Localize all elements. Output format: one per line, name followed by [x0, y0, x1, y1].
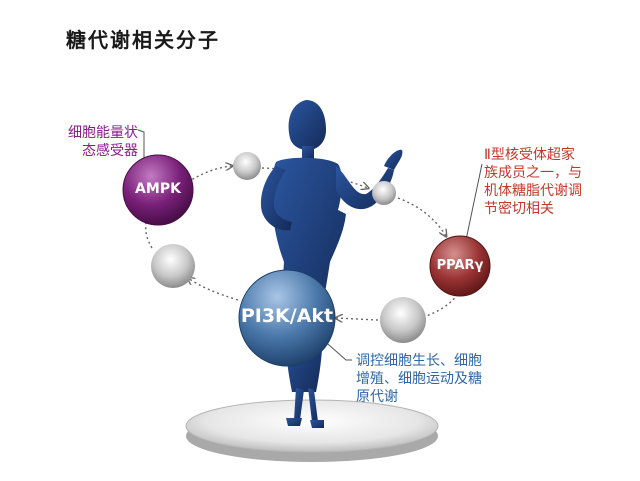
arrow-right-to-ppar — [397, 197, 446, 236]
connector-ampk — [137, 129, 145, 168]
grey-sphere-left — [151, 244, 195, 288]
ampk-note-line: 态感受器 — [82, 143, 138, 159]
ppar-note-line: Ⅱ型核受体超家 — [484, 147, 575, 163]
grey-sphere-bottom — [380, 297, 426, 343]
pedestal — [185, 399, 439, 462]
grey-sphere-top — [233, 152, 261, 180]
pi3k-label: PI3K/Akt — [240, 305, 334, 327]
ampk-node — [122, 154, 194, 226]
ppar-note-line: 机体糖脂代谢调 — [484, 183, 582, 199]
ampk-note: 细胞能量状 态感受器 — [40, 124, 138, 160]
pi3k-note-line: 原代谢 — [356, 389, 398, 405]
pi3k-note-line: 增殖、细胞运动及糖 — [356, 371, 482, 387]
arrow-pi3k-to-left — [188, 278, 239, 301]
arrow-bottom-to-pi3k — [336, 318, 379, 320]
grey-spheres — [151, 152, 426, 343]
ppar-node — [429, 235, 491, 297]
grey-sphere-right — [372, 181, 396, 205]
page-title: 糖代谢相关分子 — [66, 28, 220, 52]
ampk-note-line: 细胞能量状 — [68, 125, 138, 141]
ppar-note: Ⅱ型核受体超家 族成员之一，与 机体糖脂代谢调 节密切相关 — [484, 146, 604, 218]
pi3k-node — [238, 269, 336, 367]
ppar-note-line: 节密切相关 — [484, 201, 554, 217]
pi3k-note: 调控细胞生长、细胞 增殖、细胞运动及糖 原代谢 — [356, 352, 516, 406]
ampk-label: AMPK — [135, 181, 181, 197]
ppar-label: PPARγ — [436, 258, 484, 273]
arrow-ampk-to-top — [187, 166, 232, 183]
pi3k-note-line: 调控细胞生长、细胞 — [356, 353, 482, 369]
connector-ppar — [465, 163, 483, 241]
ppar-note-line: 族成员之一，与 — [484, 165, 582, 181]
